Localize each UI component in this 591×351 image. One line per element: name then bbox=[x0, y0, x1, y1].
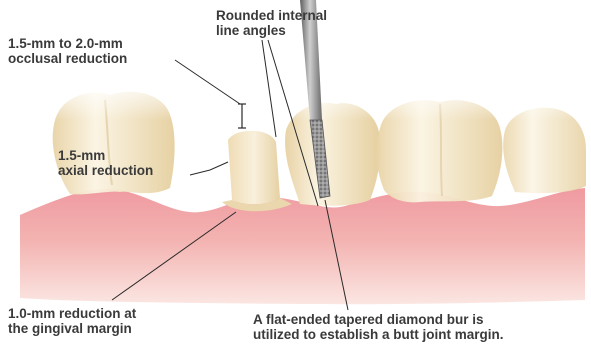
top-fade bbox=[0, 80, 591, 120]
gingiva bbox=[20, 188, 585, 304]
leader-axial bbox=[190, 162, 228, 175]
label-gingival-margin: 1.0-mm reduction at the gingival margin bbox=[8, 306, 136, 336]
label-diamond-bur: A flat-ended tapered diamond bur is util… bbox=[253, 312, 504, 342]
label-margin-line2: the gingival margin bbox=[8, 321, 136, 336]
label-axial-line1: 1.5-mm bbox=[58, 148, 153, 163]
far-right-tooth bbox=[503, 108, 586, 193]
label-occlusal-reduction: 1.5-mm to 2.0-mm occlusal reduction bbox=[8, 36, 127, 66]
prepared-tooth bbox=[228, 131, 280, 204]
label-axial-reduction: 1.5-mm axial reduction bbox=[58, 148, 153, 178]
label-occlusal-line2: occlusal reduction bbox=[8, 51, 127, 66]
label-bur-line2: utilized to establish a butt joint margi… bbox=[253, 327, 504, 342]
label-rounded-internal-line-angles: Rounded internal line angles bbox=[216, 8, 327, 38]
label-bur-line1: A flat-ended tapered diamond bur is bbox=[253, 312, 504, 327]
label-axial-line2: axial reduction bbox=[58, 163, 153, 178]
label-margin-line1: 1.0-mm reduction at bbox=[8, 306, 136, 321]
label-rounded-line1: Rounded internal bbox=[216, 8, 327, 23]
label-occlusal-line1: 1.5-mm to 2.0-mm bbox=[8, 36, 127, 51]
label-rounded-line2: line angles bbox=[216, 23, 327, 38]
